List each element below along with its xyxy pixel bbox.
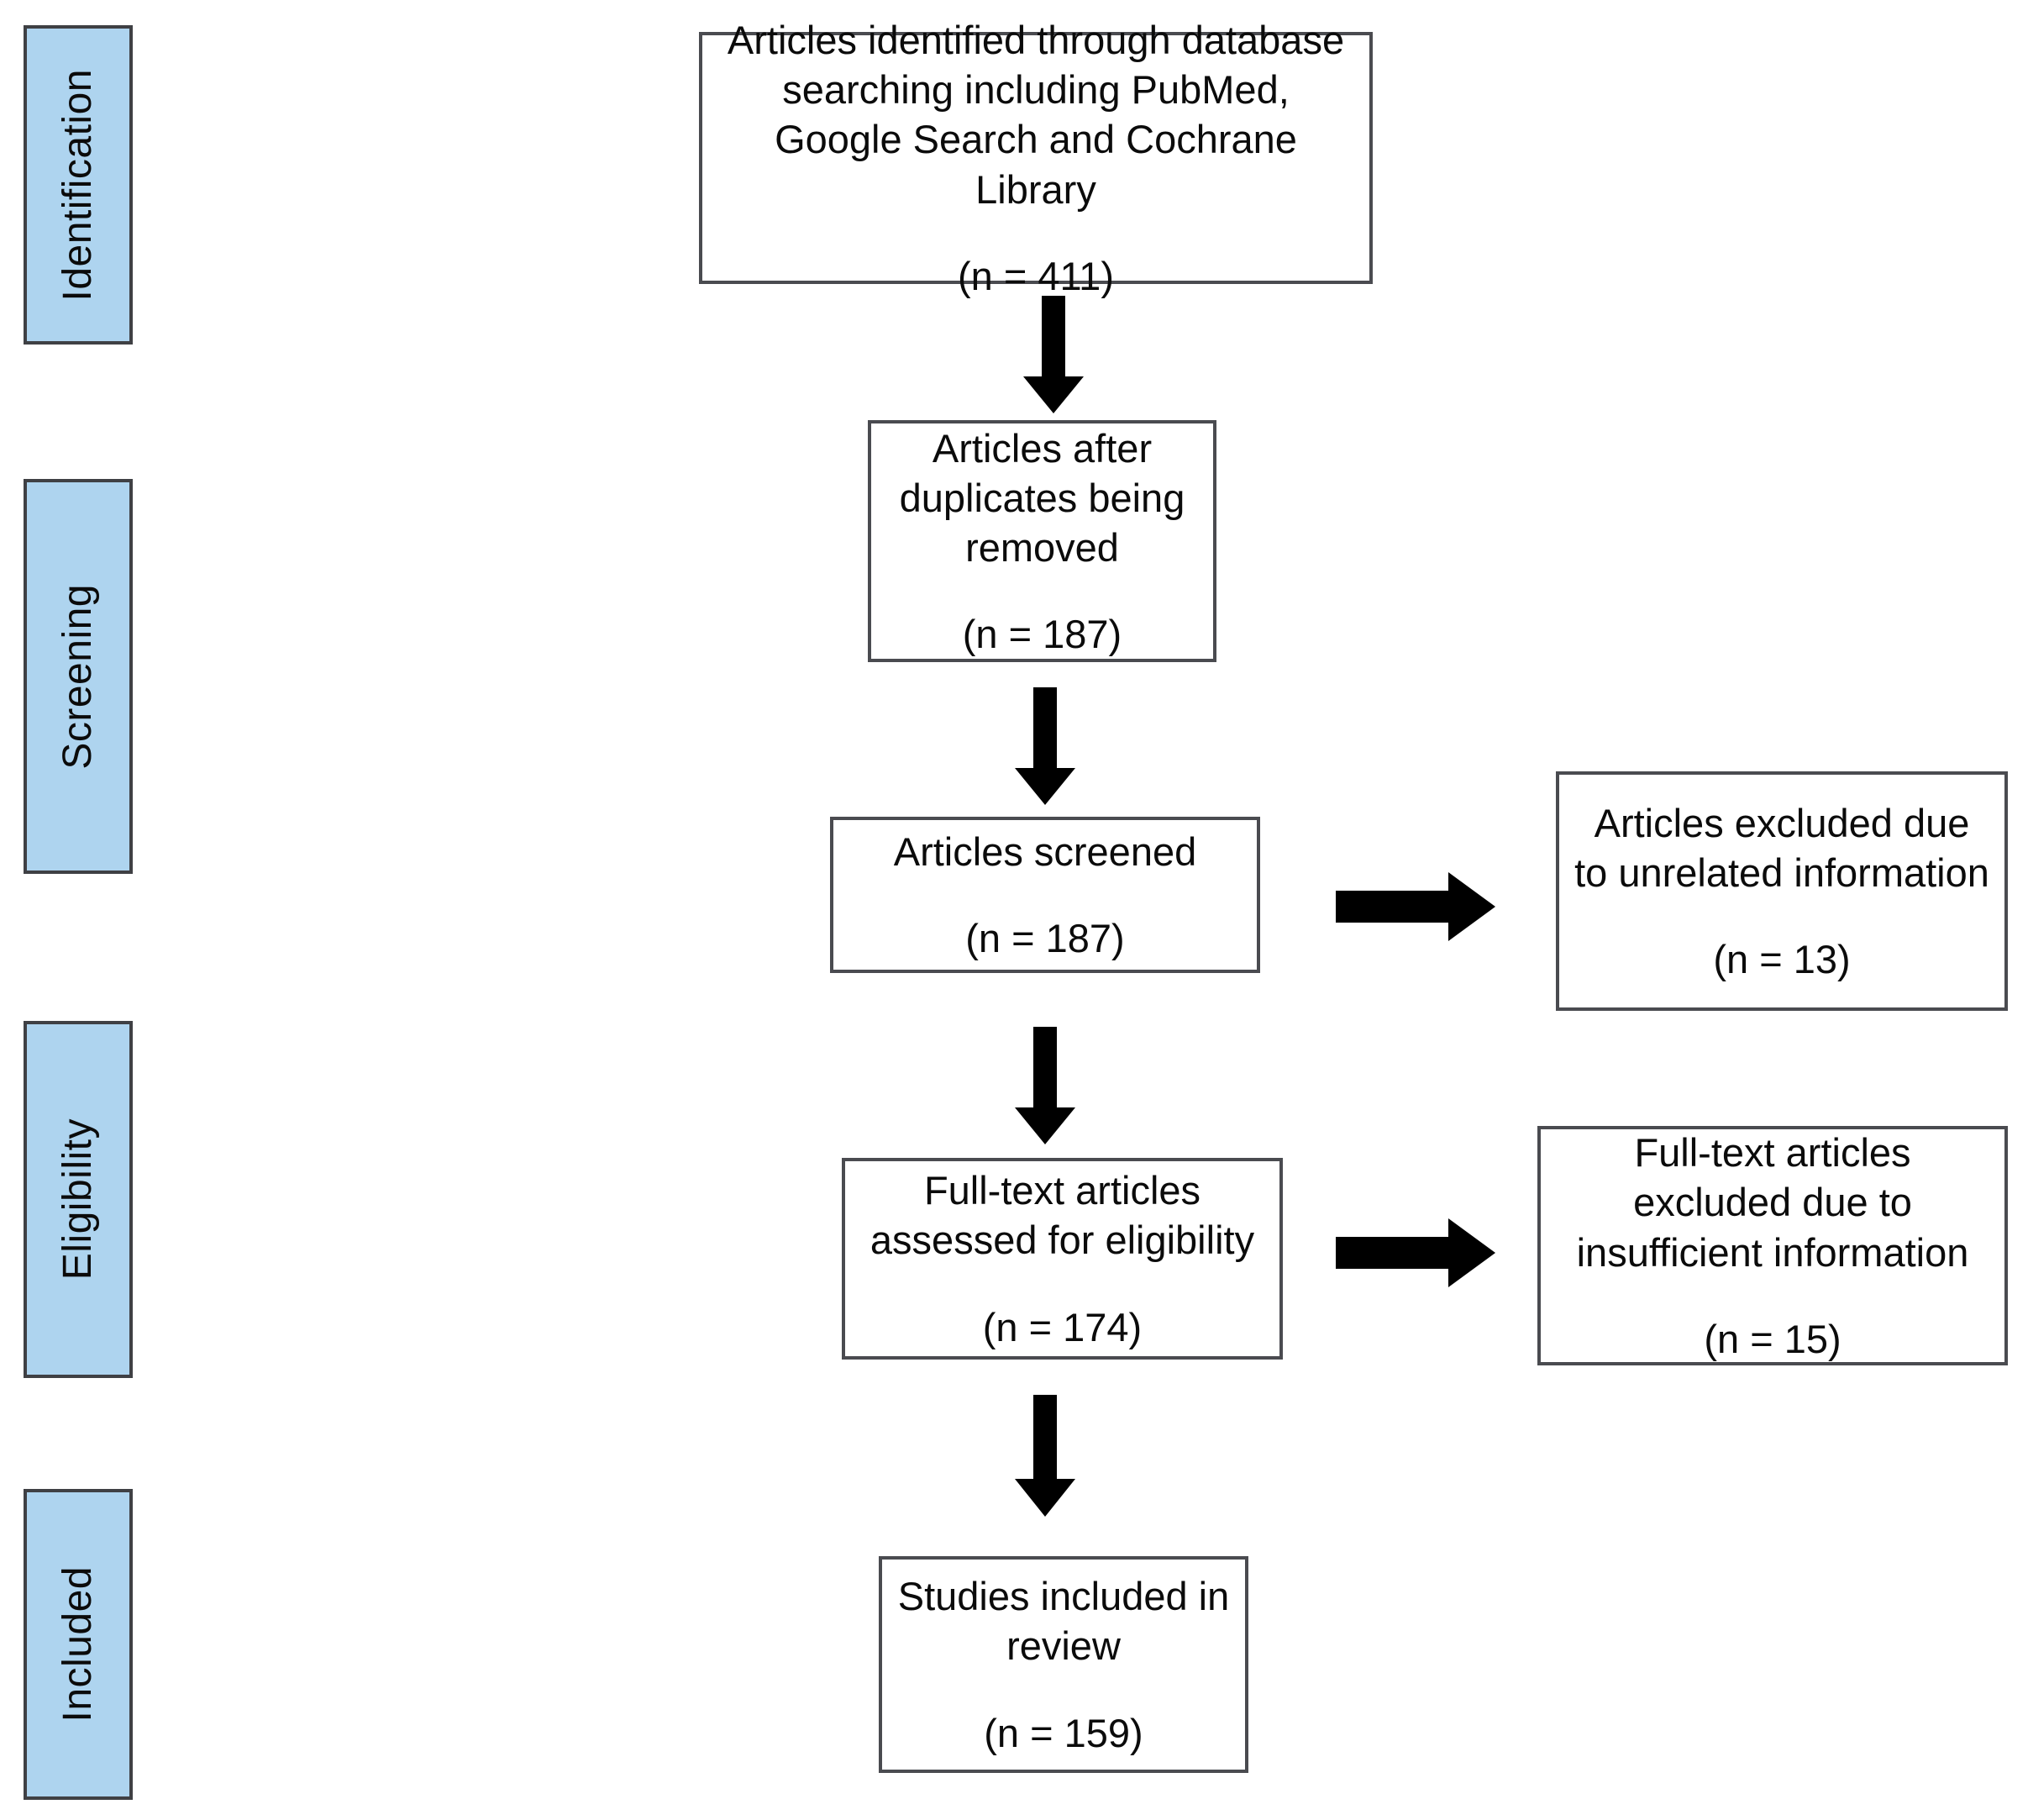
box-excluded-insufficient: Full-text articles excluded due to insuf… xyxy=(1537,1126,2008,1365)
box-fulltext-assessed-count: (n = 174) xyxy=(982,1304,1143,1349)
box-duplicates-removed-count: (n = 187) xyxy=(962,612,1122,657)
down-arrow-icon xyxy=(1015,1395,1075,1517)
stage-label-screening: Screening xyxy=(55,583,100,770)
box-studies-included-text: Studies included in review xyxy=(897,1574,1230,1669)
box-articles-screened: Articles screened (n = 187) xyxy=(830,817,1260,973)
box-articles-identified: Articles identified through database sea… xyxy=(699,18,1373,298)
box-articles-screened-count: (n = 187) xyxy=(965,916,1125,960)
box-fulltext-assessed-text: Full-text articles assessed for eligibil… xyxy=(870,1168,1255,1263)
box-studies-included: Studies included in review (n = 159) xyxy=(879,1556,1248,1773)
stage-box-eligibility: Eligibility xyxy=(24,1021,133,1378)
right-arrow-icon xyxy=(1336,1218,1495,1287)
down-arrow-icon xyxy=(1023,296,1084,413)
stage-label-eligibility: Eligibility xyxy=(55,1118,100,1281)
box-fulltext-assessed: Full-text articles assessed for eligibil… xyxy=(842,1158,1283,1360)
box-articles-screened-text: Articles screened xyxy=(893,828,1197,874)
box-articles-identified-text: Articles identified through database sea… xyxy=(727,17,1345,212)
stage-box-included: Included xyxy=(24,1489,133,1800)
down-arrow-icon xyxy=(1015,1027,1075,1144)
down-arrow-icon xyxy=(1015,687,1075,805)
box-excluded-unrelated-count: (n = 13) xyxy=(1713,937,1851,982)
box-excluded-insufficient-text: Full-text articles excluded due to insuf… xyxy=(1576,1130,1969,1275)
stage-box-identification: Identification xyxy=(24,25,133,345)
box-excluded-unrelated-text: Articles excluded due to unrelated infor… xyxy=(1574,800,1989,895)
box-excluded-unrelated: Articles excluded due to unrelated infor… xyxy=(1556,771,2008,1011)
stage-label-included: Included xyxy=(55,1566,100,1723)
box-articles-identified-count: (n = 411) xyxy=(958,253,1114,298)
right-arrow-icon xyxy=(1336,872,1495,941)
stage-label-identification: Identification xyxy=(55,68,100,302)
box-duplicates-removed: Articles after duplicates being removed … xyxy=(868,420,1216,662)
box-excluded-insufficient-count: (n = 15) xyxy=(1704,1316,1841,1361)
stage-box-screening: Screening xyxy=(24,479,133,874)
box-duplicates-removed-text: Articles after duplicates being removed xyxy=(899,425,1185,570)
box-studies-included-count: (n = 159) xyxy=(984,1710,1143,1755)
